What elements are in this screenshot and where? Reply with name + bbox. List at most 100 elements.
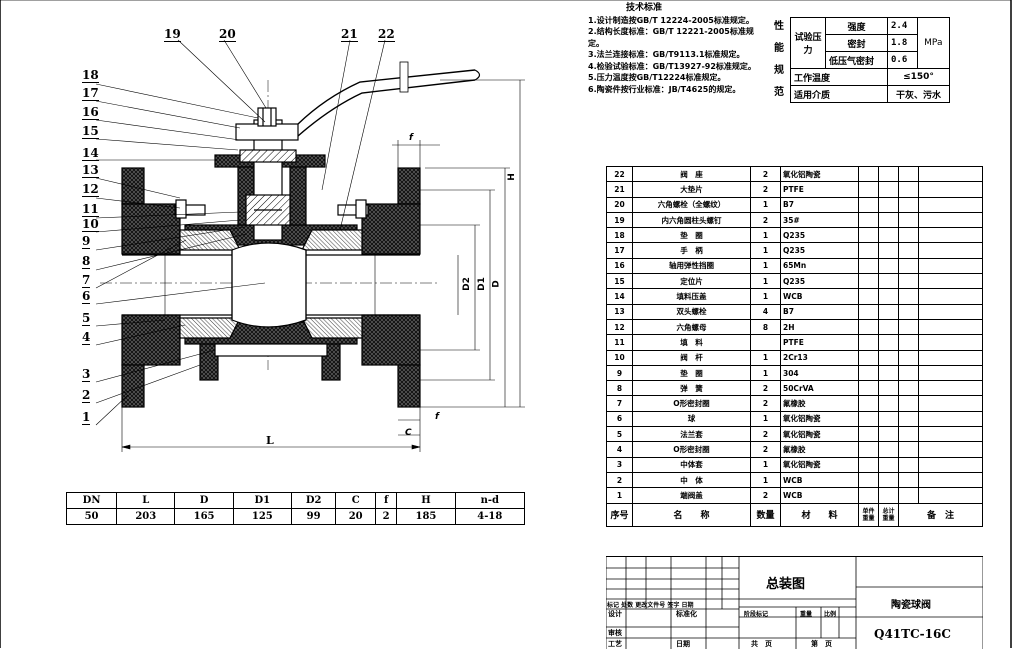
callout: 13 (82, 163, 99, 178)
part-qty: 1 (750, 471, 781, 489)
part-blank (918, 273, 983, 290)
part-name: 手 柄 (632, 242, 751, 259)
part-name: 六角螺栓（全螺纹） (632, 196, 751, 213)
performance-table: 试验压力 强度 2.4 MPa 密封 1.8 低压气密封 0.6 工作温度 ≤1… (790, 17, 951, 103)
part-blank (878, 395, 899, 412)
product-name: 陶瓷球阀 (891, 600, 931, 611)
part-name: 垫 圈 (632, 364, 751, 382)
part-qty: 2 (750, 441, 781, 458)
callout: 14 (82, 146, 99, 161)
callout: 19 (164, 27, 181, 42)
part-blank (878, 334, 899, 351)
part-material: 氟橡胶 (780, 441, 859, 458)
callout: 16 (82, 105, 99, 120)
part-material: 氟橡胶 (780, 395, 859, 412)
part-blank (858, 288, 879, 305)
part-name: 弹 簧 (632, 380, 751, 397)
part-no: 20 (606, 196, 633, 213)
part-name: 填料压盖 (632, 288, 751, 305)
dimension-value: 165 (174, 508, 234, 525)
part-qty: 2 (750, 181, 781, 198)
test-pressure-label: 试验压力 (790, 17, 826, 69)
part-blank (878, 426, 899, 443)
part-blank (898, 257, 919, 275)
part-blank (858, 471, 879, 489)
part-no: 5 (606, 426, 633, 443)
part-material: 氧化铝陶瓷 (780, 165, 859, 183)
part-blank (898, 456, 919, 473)
part-material: Q235 (780, 273, 859, 290)
part-blank (898, 227, 919, 244)
part-material: PTFE (780, 181, 859, 198)
part-no: 1 (606, 487, 633, 504)
tech-line: 5.压力温度按GB/T12224标准规定。 (588, 73, 726, 82)
part-blank (918, 364, 983, 382)
callout: 1 (82, 410, 91, 425)
part-blank (878, 181, 899, 198)
part-blank (878, 227, 899, 244)
part-blank (898, 471, 919, 489)
part-no: 21 (606, 181, 633, 198)
part-blank (898, 181, 919, 198)
part-blank (918, 288, 983, 305)
part-name: 填 料 (632, 334, 751, 351)
part-blank (898, 487, 919, 504)
part-blank (858, 257, 879, 275)
part-material: 氧化铝陶瓷 (780, 410, 859, 428)
parts-header-row: 序号 名 称 数量 材 料 单件重量 总计重量 备 注 (606, 502, 983, 527)
part-qty: 1 (750, 364, 781, 382)
part-blank (918, 165, 983, 183)
dim-label-D: D (491, 280, 502, 288)
dim-label-f-top: f (409, 133, 413, 143)
part-blank (858, 364, 879, 382)
tech-line: 1.设计制造按GB/T 12224-2005标准规定。 (588, 15, 754, 25)
part-blank (878, 211, 899, 229)
part-blank (898, 165, 919, 183)
part-no: 17 (606, 242, 633, 259)
dimension-value: 2 (375, 508, 398, 525)
part-qty: 1 (750, 410, 781, 428)
part-material: B7 (780, 303, 859, 320)
part-qty: 4 (750, 303, 781, 320)
callout: 15 (82, 124, 99, 139)
part-no: 3 (606, 456, 633, 473)
part-blank (878, 410, 899, 428)
part-qty: 2 (750, 165, 781, 183)
callout: 8 (82, 254, 91, 269)
part-blank (878, 349, 899, 366)
part-blank (898, 410, 919, 428)
part-no: 8 (606, 380, 633, 397)
part-qty: 1 (750, 273, 781, 290)
model-number: Q41TC-16C (874, 627, 951, 641)
part-blank (898, 380, 919, 397)
part-material: 35# (780, 211, 859, 229)
part-blank (918, 227, 983, 244)
tech-title: 技术标准 (626, 3, 663, 13)
part-blank (898, 334, 919, 351)
part-no: 2 (606, 471, 633, 489)
part-no: 10 (606, 349, 633, 366)
part-blank (878, 471, 899, 489)
part-blank (898, 196, 919, 213)
part-qty: 8 (750, 318, 781, 336)
callout: 3 (82, 367, 91, 382)
part-name: 定位片 (632, 273, 751, 290)
part-name: 中体套 (632, 456, 751, 473)
dim-label-D2: D2 (461, 277, 472, 291)
part-name: 球 (632, 410, 751, 428)
part-blank (878, 273, 899, 290)
part-qty: 2 (750, 395, 781, 412)
part-blank (898, 242, 919, 259)
dimension-value: 4-18 (454, 508, 526, 525)
performance-side-label: 性 能 规 范 (774, 21, 784, 98)
part-qty: 2 (750, 380, 781, 397)
